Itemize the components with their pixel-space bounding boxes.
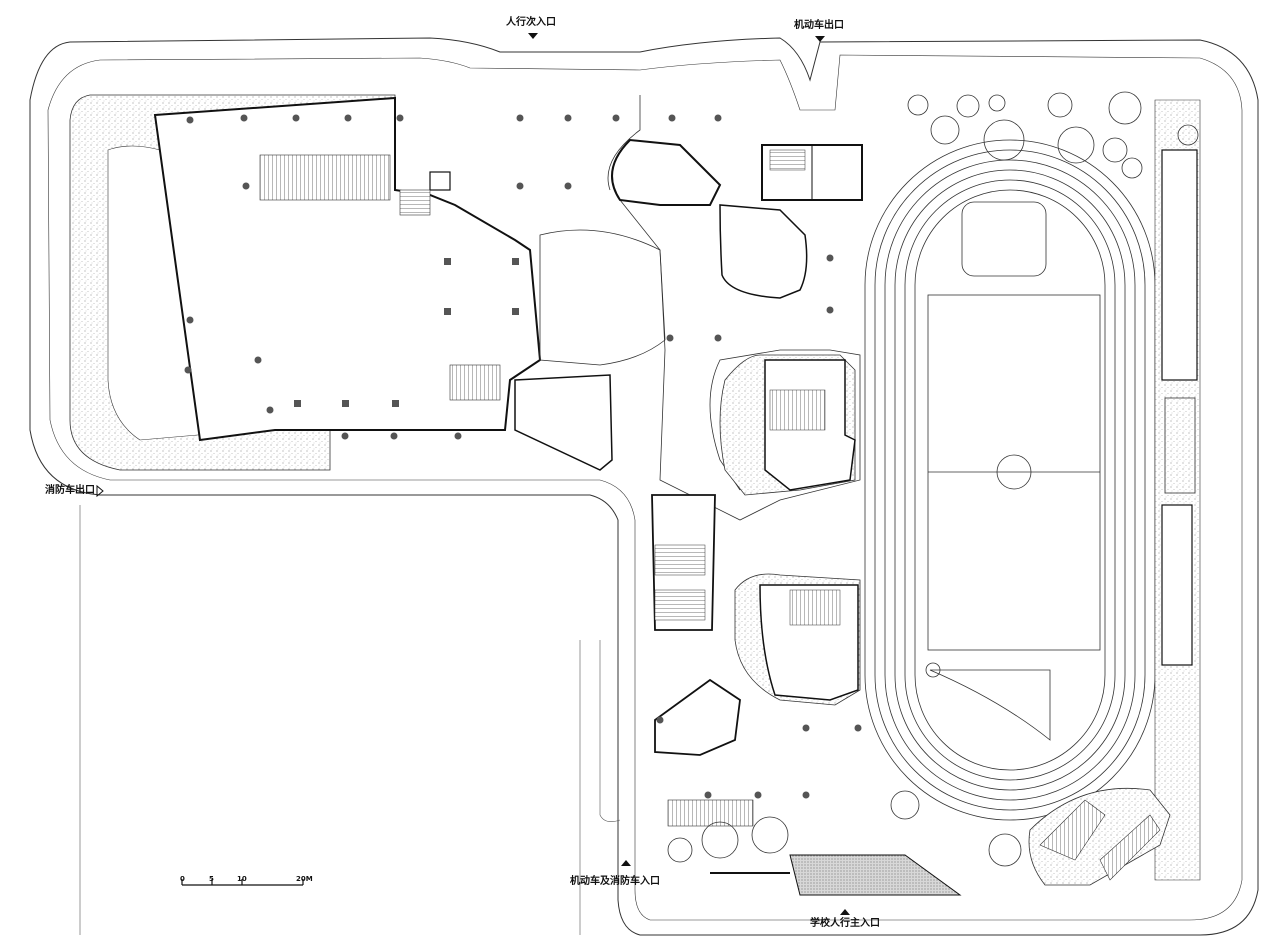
east-landscape <box>1154 99 1201 881</box>
site-boundary <box>29 37 1259 936</box>
west-hall-building <box>153 96 613 471</box>
label-vehicle-fire-entrance: 机动车及消防车入口 <box>570 876 660 887</box>
football-field <box>925 201 1101 741</box>
label-school-main-pedestrian-entrance: 学校人行主入口 <box>810 918 880 929</box>
scale-tick-0: 0 <box>180 875 185 883</box>
scale-tick-20m: 20M <box>296 875 313 883</box>
label-secondary-pedestrian-entrance: 人行次入口 <box>506 17 556 28</box>
south-central-building <box>651 494 754 827</box>
west-hall-columns <box>184 114 519 440</box>
east-central-buildings <box>719 354 861 706</box>
north-central-building <box>611 138 863 299</box>
scale-tick-5: 5 <box>209 875 214 883</box>
tree-cluster-northeast <box>907 91 1199 179</box>
label-fire-truck-exit: 消防车出口 <box>45 485 95 496</box>
scale-bar <box>181 879 304 886</box>
south-west-road <box>79 505 621 935</box>
entrance-markers <box>96 33 850 915</box>
label-vehicle-exit: 机动车出口 <box>794 20 844 31</box>
scale-tick-10: 10 <box>237 875 247 883</box>
southeast-pavilion <box>890 787 1171 886</box>
central-columns <box>516 114 862 799</box>
south-entrance-plaza <box>667 816 962 896</box>
running-track <box>864 139 1156 821</box>
